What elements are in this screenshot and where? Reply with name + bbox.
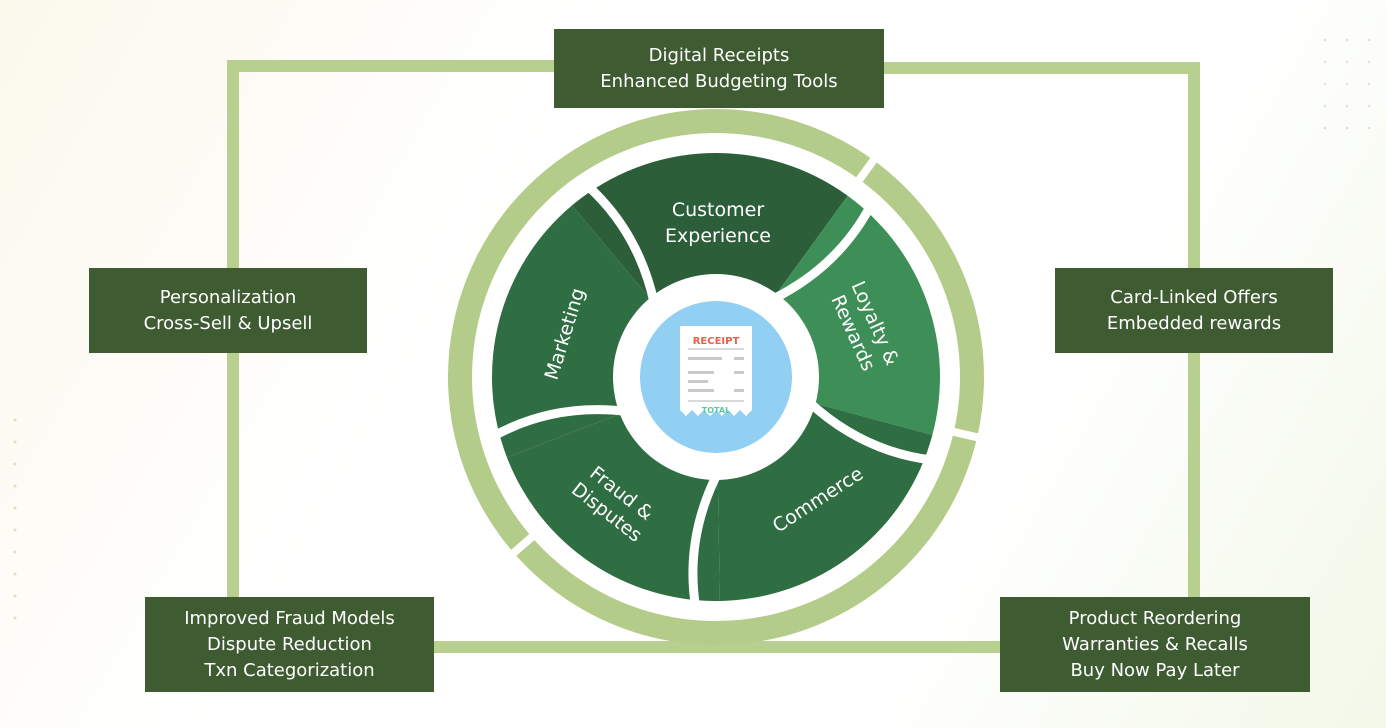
box-product-reordering: Product Reordering Warranties & Recalls … bbox=[1000, 597, 1310, 692]
box-br-line2: Warranties & Recalls bbox=[1062, 633, 1248, 655]
outer-ring-gap-1 bbox=[852, 152, 881, 187]
box-br-line3: Buy Now Pay Later bbox=[1070, 659, 1240, 681]
box-right-line1: Card-Linked Offers bbox=[1110, 286, 1278, 308]
receipt-icon: RECEIPT TOTAL bbox=[680, 326, 752, 416]
outer-ring-gap-2 bbox=[947, 426, 984, 443]
segment-label-customer-experience-2: Experience bbox=[665, 225, 771, 247]
segment-marketing bbox=[492, 205, 652, 458]
box-left-line2: Cross-Sell & Upsell bbox=[143, 312, 313, 334]
segment-fraud-disputes bbox=[506, 412, 720, 601]
box-top-line2: Enhanced Budgeting Tools bbox=[600, 70, 838, 92]
segment-separator-1 bbox=[583, 181, 659, 305]
outer-ring-arc-bottom bbox=[513, 431, 978, 645]
box-right-line2: Embedded rewards bbox=[1106, 312, 1282, 334]
outer-ring-gaps bbox=[506, 152, 984, 560]
right-dots bbox=[1323, 38, 1371, 130]
connector-top-left bbox=[227, 60, 560, 306]
box-bl-line2: Dispute Reduction bbox=[207, 633, 372, 655]
box-card-linked-offers: Card-Linked Offers Embedded rewards bbox=[1055, 268, 1333, 353]
inner-outer-gap bbox=[474, 135, 958, 619]
receipt-footer: TOTAL bbox=[702, 406, 730, 415]
left-dots bbox=[13, 418, 17, 620]
outer-ring bbox=[448, 109, 984, 645]
box-bl-line1: Improved Fraud Models bbox=[184, 607, 395, 629]
segment-separator-3 bbox=[805, 398, 934, 465]
outer-ring-arc-top bbox=[448, 109, 874, 553]
segment-separator-5 bbox=[489, 405, 627, 441]
box-digital-receipts: Digital Receipts Enhanced Budgeting Tool… bbox=[554, 29, 884, 108]
wheel-segment-gaps bbox=[474, 135, 958, 619]
segment-separator-2 bbox=[770, 202, 876, 304]
receipt-header: RECEIPT bbox=[693, 336, 740, 347]
box-br-line1: Product Reordering bbox=[1068, 607, 1242, 629]
box-bl-line3: Txn Categorization bbox=[204, 659, 375, 681]
segment-commerce bbox=[717, 402, 933, 601]
segment-separator-4 bbox=[688, 470, 722, 609]
connector-top-right bbox=[878, 62, 1200, 306]
box-personalization: Personalization Cross-Sell & Upsell bbox=[89, 268, 367, 353]
box-left-line1: Personalization bbox=[159, 286, 297, 308]
outer-ring-arc-right bbox=[859, 160, 984, 438]
box-fraud-models: Improved Fraud Models Dispute Reduction … bbox=[145, 597, 434, 692]
box-top-line1: Digital Receipts bbox=[648, 44, 790, 66]
outer-ring-gap-3 bbox=[506, 530, 540, 560]
segment-label-customer-experience-1: Customer bbox=[672, 199, 764, 221]
